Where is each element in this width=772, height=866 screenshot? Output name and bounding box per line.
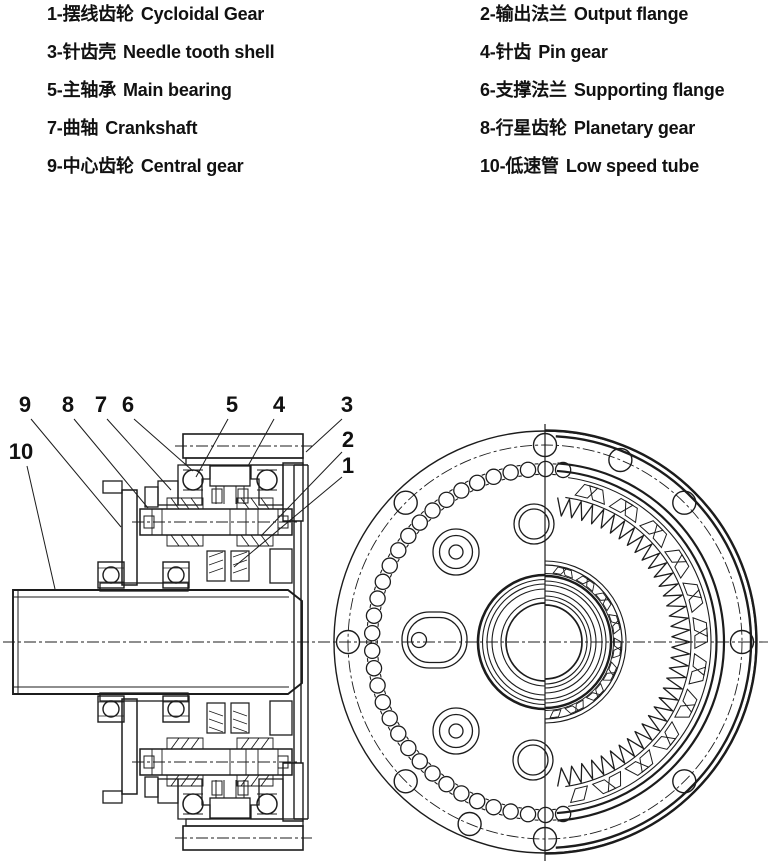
- legend-en: Crankshaft: [105, 118, 198, 138]
- legend-zh: 5-主轴承: [47, 80, 117, 100]
- sectional-view: [12, 433, 313, 851]
- legend-zh: 1-摆线齿轮: [47, 4, 134, 24]
- legend-zh: 8-行星齿轮: [480, 118, 567, 138]
- legend-item-7: 7-曲轴 Crankshaft: [47, 116, 197, 140]
- legend-zh: 6-支撑法兰: [480, 80, 567, 100]
- callout-9: 9: [19, 392, 31, 417]
- callout-5: 5: [226, 392, 238, 417]
- mirrored-lower-assembly: [97, 692, 313, 851]
- legend-item-2: 2-输出法兰 Output flange: [480, 2, 688, 26]
- legend-en: Supporting flange: [573, 80, 725, 100]
- legend-zh: 2-输出法兰: [480, 4, 567, 24]
- legend-item-8: 8-行星齿轮 Planetary gear: [480, 116, 695, 140]
- legend-item-6: 6-支撑法兰 Supporting flange: [480, 78, 725, 102]
- legend-item-10: 10-低速管 Low speed tube: [480, 154, 699, 178]
- callout-8: 8: [62, 392, 74, 417]
- legend-en: Pin gear: [538, 42, 608, 62]
- low-speed-tube: [12, 589, 303, 695]
- legend-zh: 9-中心齿轮: [47, 156, 134, 176]
- callout-6: 6: [122, 392, 134, 417]
- legend-en: Cycloidal Gear: [140, 4, 265, 24]
- callout-7: 7: [95, 392, 107, 417]
- callout-1: 1: [342, 453, 354, 478]
- legend-zh: 7-曲轴: [47, 118, 99, 138]
- legend-item-1: 1-摆线齿轮 Cycloidal Gear: [47, 2, 264, 26]
- legend-item-3: 3-针齿壳 Needle tooth shell: [47, 40, 275, 64]
- legend-item-4: 4-针齿 Pin gear: [480, 40, 608, 64]
- callout-3: 3: [341, 392, 353, 417]
- legend-zh: 3-针齿壳: [47, 42, 117, 62]
- callout-10: 10: [9, 439, 33, 464]
- legend-en: Output flange: [573, 4, 689, 24]
- legend-en: Planetary gear: [573, 118, 696, 138]
- callout-labels: 9 8 7 6 5 4 3 2 1 10: [9, 392, 354, 478]
- callout-4: 4: [273, 392, 286, 417]
- legend-en: Main bearing: [123, 80, 232, 100]
- legend-item-5: 5-主轴承 Main bearing: [47, 78, 232, 102]
- legend-en: Low speed tube: [565, 156, 700, 176]
- output-flange-column: [282, 462, 309, 822]
- callout-leaders: [26, 418, 343, 590]
- legend-item-9: 9-中心齿轮 Central gear: [47, 154, 244, 178]
- legend-en: Central gear: [140, 156, 244, 176]
- legend-en: Needle tooth shell: [123, 42, 275, 62]
- front-view: [333, 424, 758, 861]
- callout-2: 2: [342, 427, 354, 452]
- legend-zh: 4-针齿: [480, 42, 532, 62]
- legend-zh: 10-低速管: [480, 156, 559, 176]
